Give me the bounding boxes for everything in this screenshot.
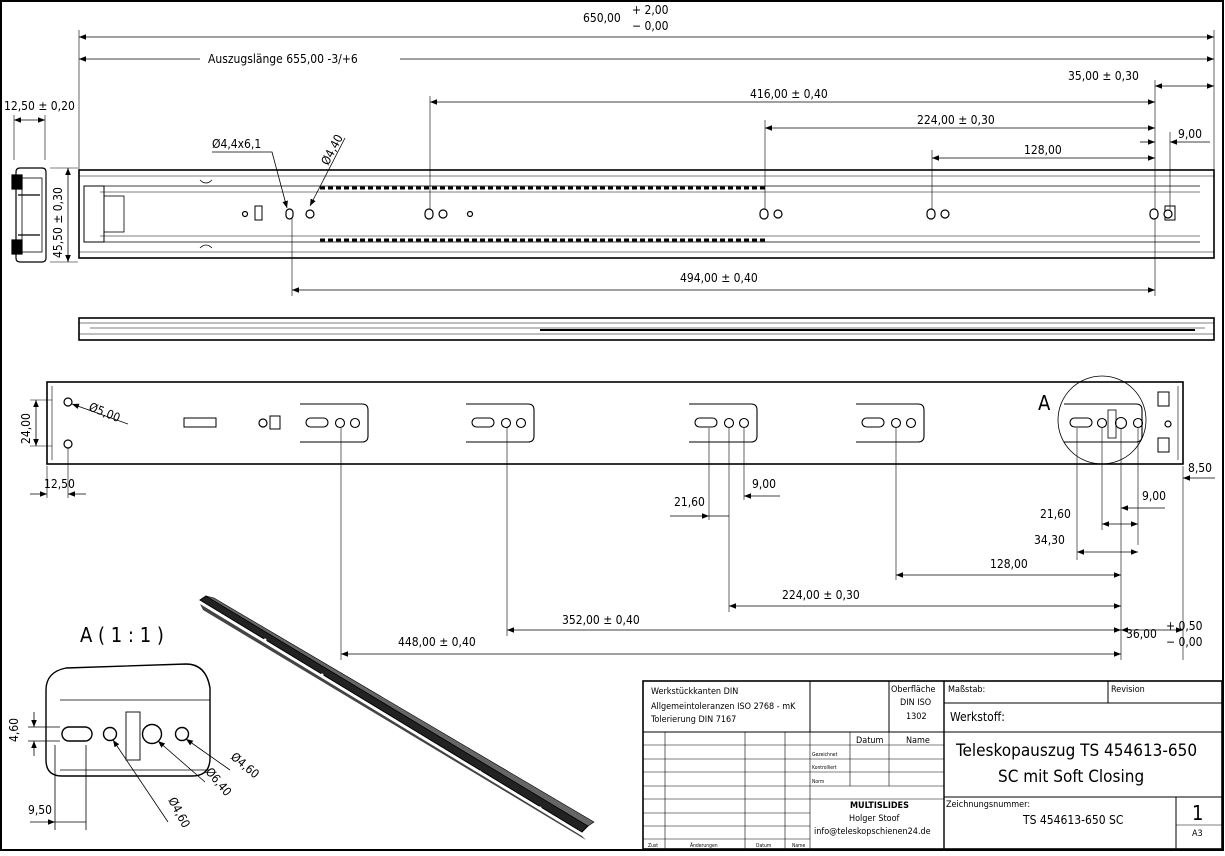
- dim-36-label: 36,00: [1126, 627, 1157, 641]
- side-height-label: 24,00: [19, 413, 33, 444]
- overall-tol-plus-label: + 2,00: [632, 3, 669, 17]
- surface-num-label: 1302: [906, 712, 927, 722]
- footer-name: Name: [792, 843, 806, 849]
- extension-length-label: Auszugslänge 655,00 -3/+6: [208, 52, 358, 66]
- overall-tol-minus-label: − 0,00: [632, 19, 669, 33]
- revision-label: Revision: [1111, 685, 1145, 695]
- detail-title: A ( 1 : 1 ): [80, 623, 164, 647]
- col-name-label: Name: [906, 736, 930, 746]
- side-dim-224-label: 224,00 ± 0,30: [782, 588, 860, 602]
- detail-dia-4-60-b-label: Ø4,60: [165, 795, 193, 830]
- hole-dia-label: Ø4,40: [318, 132, 346, 167]
- side-offset-label: 12,50: [44, 477, 75, 491]
- side-dim-448-label: 448,00 ± 0,40: [398, 635, 476, 649]
- width-label: 12,50 ± 0,20: [4, 99, 75, 113]
- end-profile: [11, 167, 47, 263]
- title-block-text: Werkstückkanten DIN Allgemeintoleranzen …: [648, 685, 1203, 849]
- col-date-label: Datum: [856, 736, 884, 746]
- height-label: 45,50 ± 0,30: [51, 187, 65, 258]
- drawing-number: TS 454613-650 SC: [1022, 813, 1123, 827]
- drawing-title-line2: SC mit Soft Closing: [998, 767, 1144, 787]
- dim-21-60-a-label: 21,60: [674, 495, 705, 509]
- dim-35-label: 35,00 ± 0,30: [1068, 69, 1139, 83]
- surface-label: Oberfläche: [891, 685, 935, 695]
- title-block: [642, 680, 1223, 850]
- detail-dim-4-60-label: 4,60: [7, 718, 21, 742]
- drawing-title-line1: Teleskopauszug TS 454613-650: [955, 741, 1197, 761]
- dim-494-label: 494,00 ± 0,40: [680, 271, 758, 285]
- note-edges: Werkstückkanten DIN: [651, 687, 738, 697]
- note-tolerancing: Tolerierung DIN 7167: [650, 715, 736, 725]
- footer-zust: Zust: [648, 843, 658, 849]
- dim-21-60-b-label: 21,60: [1040, 507, 1071, 521]
- person-label: Holger Stoof: [849, 814, 900, 824]
- overall-length-label: 650,00: [583, 11, 621, 25]
- dim-9-label: 9,00: [1178, 127, 1202, 141]
- sheet-format: A3: [1192, 829, 1203, 839]
- dim-36-plus-label: + 0,50: [1166, 619, 1203, 633]
- row-drawn-label: Gezeichnet: [812, 752, 838, 758]
- isometric-rail: [199, 595, 595, 840]
- slot-hole-label: Ø4,4x6,1: [212, 137, 261, 151]
- footer-date: Datum: [756, 843, 771, 849]
- side-hole-dia-label: Ø5,00: [87, 400, 123, 425]
- sheet-number: 1: [1192, 801, 1203, 825]
- dim-36-minus-label: − 0,00: [1166, 635, 1203, 649]
- side-dim-352-label: 352,00 ± 0,40: [562, 613, 640, 627]
- dim-34-30-label: 34,30: [1034, 533, 1065, 547]
- email-label: info@teleskopschienen24.de: [814, 827, 931, 837]
- edge-view: [78, 317, 1215, 341]
- detail-dia-4-60-a-label: Ø4,60: [228, 750, 262, 782]
- top-view: 650,00 + 2,00 − 0,00 Auszugslänge 655,00…: [4, 3, 1215, 296]
- dim-9-a-label: 9,00: [752, 477, 776, 491]
- material-label: Werkstoff:: [950, 710, 1005, 724]
- detail-a-marker: A: [1038, 391, 1051, 415]
- detail-a-view: A ( 1 : 1 ) 4,60 9,50 Ø4,60 Ø6,: [7, 623, 262, 830]
- side-view: Ø5,00 24,00 12,50 A 8,50 9,00 21,60 21,6…: [19, 375, 1215, 660]
- row-checked-label: Kontrolliert: [812, 765, 837, 771]
- row-norm-label: Norm: [812, 779, 824, 785]
- surface-std-label: DIN ISO: [900, 698, 931, 708]
- note-tolerances: Allgemeintoleranzen ISO 2768 - mK: [651, 702, 796, 712]
- side-dim-128-label: 128,00: [990, 557, 1028, 571]
- company-label: MULTISLIDES: [850, 801, 909, 811]
- footer-changes: Änderungen: [690, 842, 718, 849]
- dim-9-b-label: 9,00: [1142, 489, 1166, 503]
- drawing-no-caption: Zeichnungsnummer:: [946, 800, 1030, 810]
- dim-224-label: 224,00 ± 0,30: [917, 113, 995, 127]
- detail-dim-9-50-label: 9,50: [28, 803, 52, 817]
- scale-label: Maßstab:: [948, 685, 985, 695]
- dim-8-50-label: 8,50: [1188, 461, 1212, 475]
- dim-128-label: 128,00: [1024, 143, 1062, 157]
- dim-416-label: 416,00 ± 0,40: [750, 87, 828, 101]
